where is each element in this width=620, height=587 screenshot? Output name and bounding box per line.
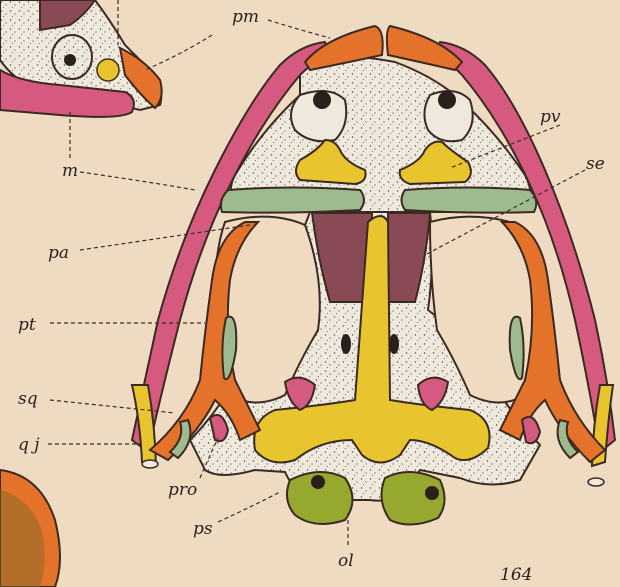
left-jaw-articulation [142,460,158,468]
left-palatine [221,188,364,213]
label-pv: pv [540,107,561,127]
right-palatine [402,188,537,213]
right-condyle-pit [425,486,439,500]
right-foramen [389,334,399,354]
label-m: m [62,161,78,181]
left-foramen [341,334,351,354]
label-ol: ol [338,551,354,571]
label-sq: sq [18,389,38,409]
label-se: se [586,154,605,174]
label-pa: pa [48,243,69,263]
label-pt: pt [18,315,36,335]
page-number: 164 [500,565,532,585]
right-jaw-articulation [588,478,604,486]
side-view-dark-spot [64,54,76,66]
left-condyle-pit [311,475,325,489]
label-qj: q j [18,435,40,455]
label-ps: ps [193,519,213,539]
label-pro: pro [168,480,197,500]
side-view-yellow-element [97,59,119,81]
right-nasal-opening [438,91,456,109]
label-pm: pm [232,7,259,27]
left-nasal-opening [313,91,331,109]
